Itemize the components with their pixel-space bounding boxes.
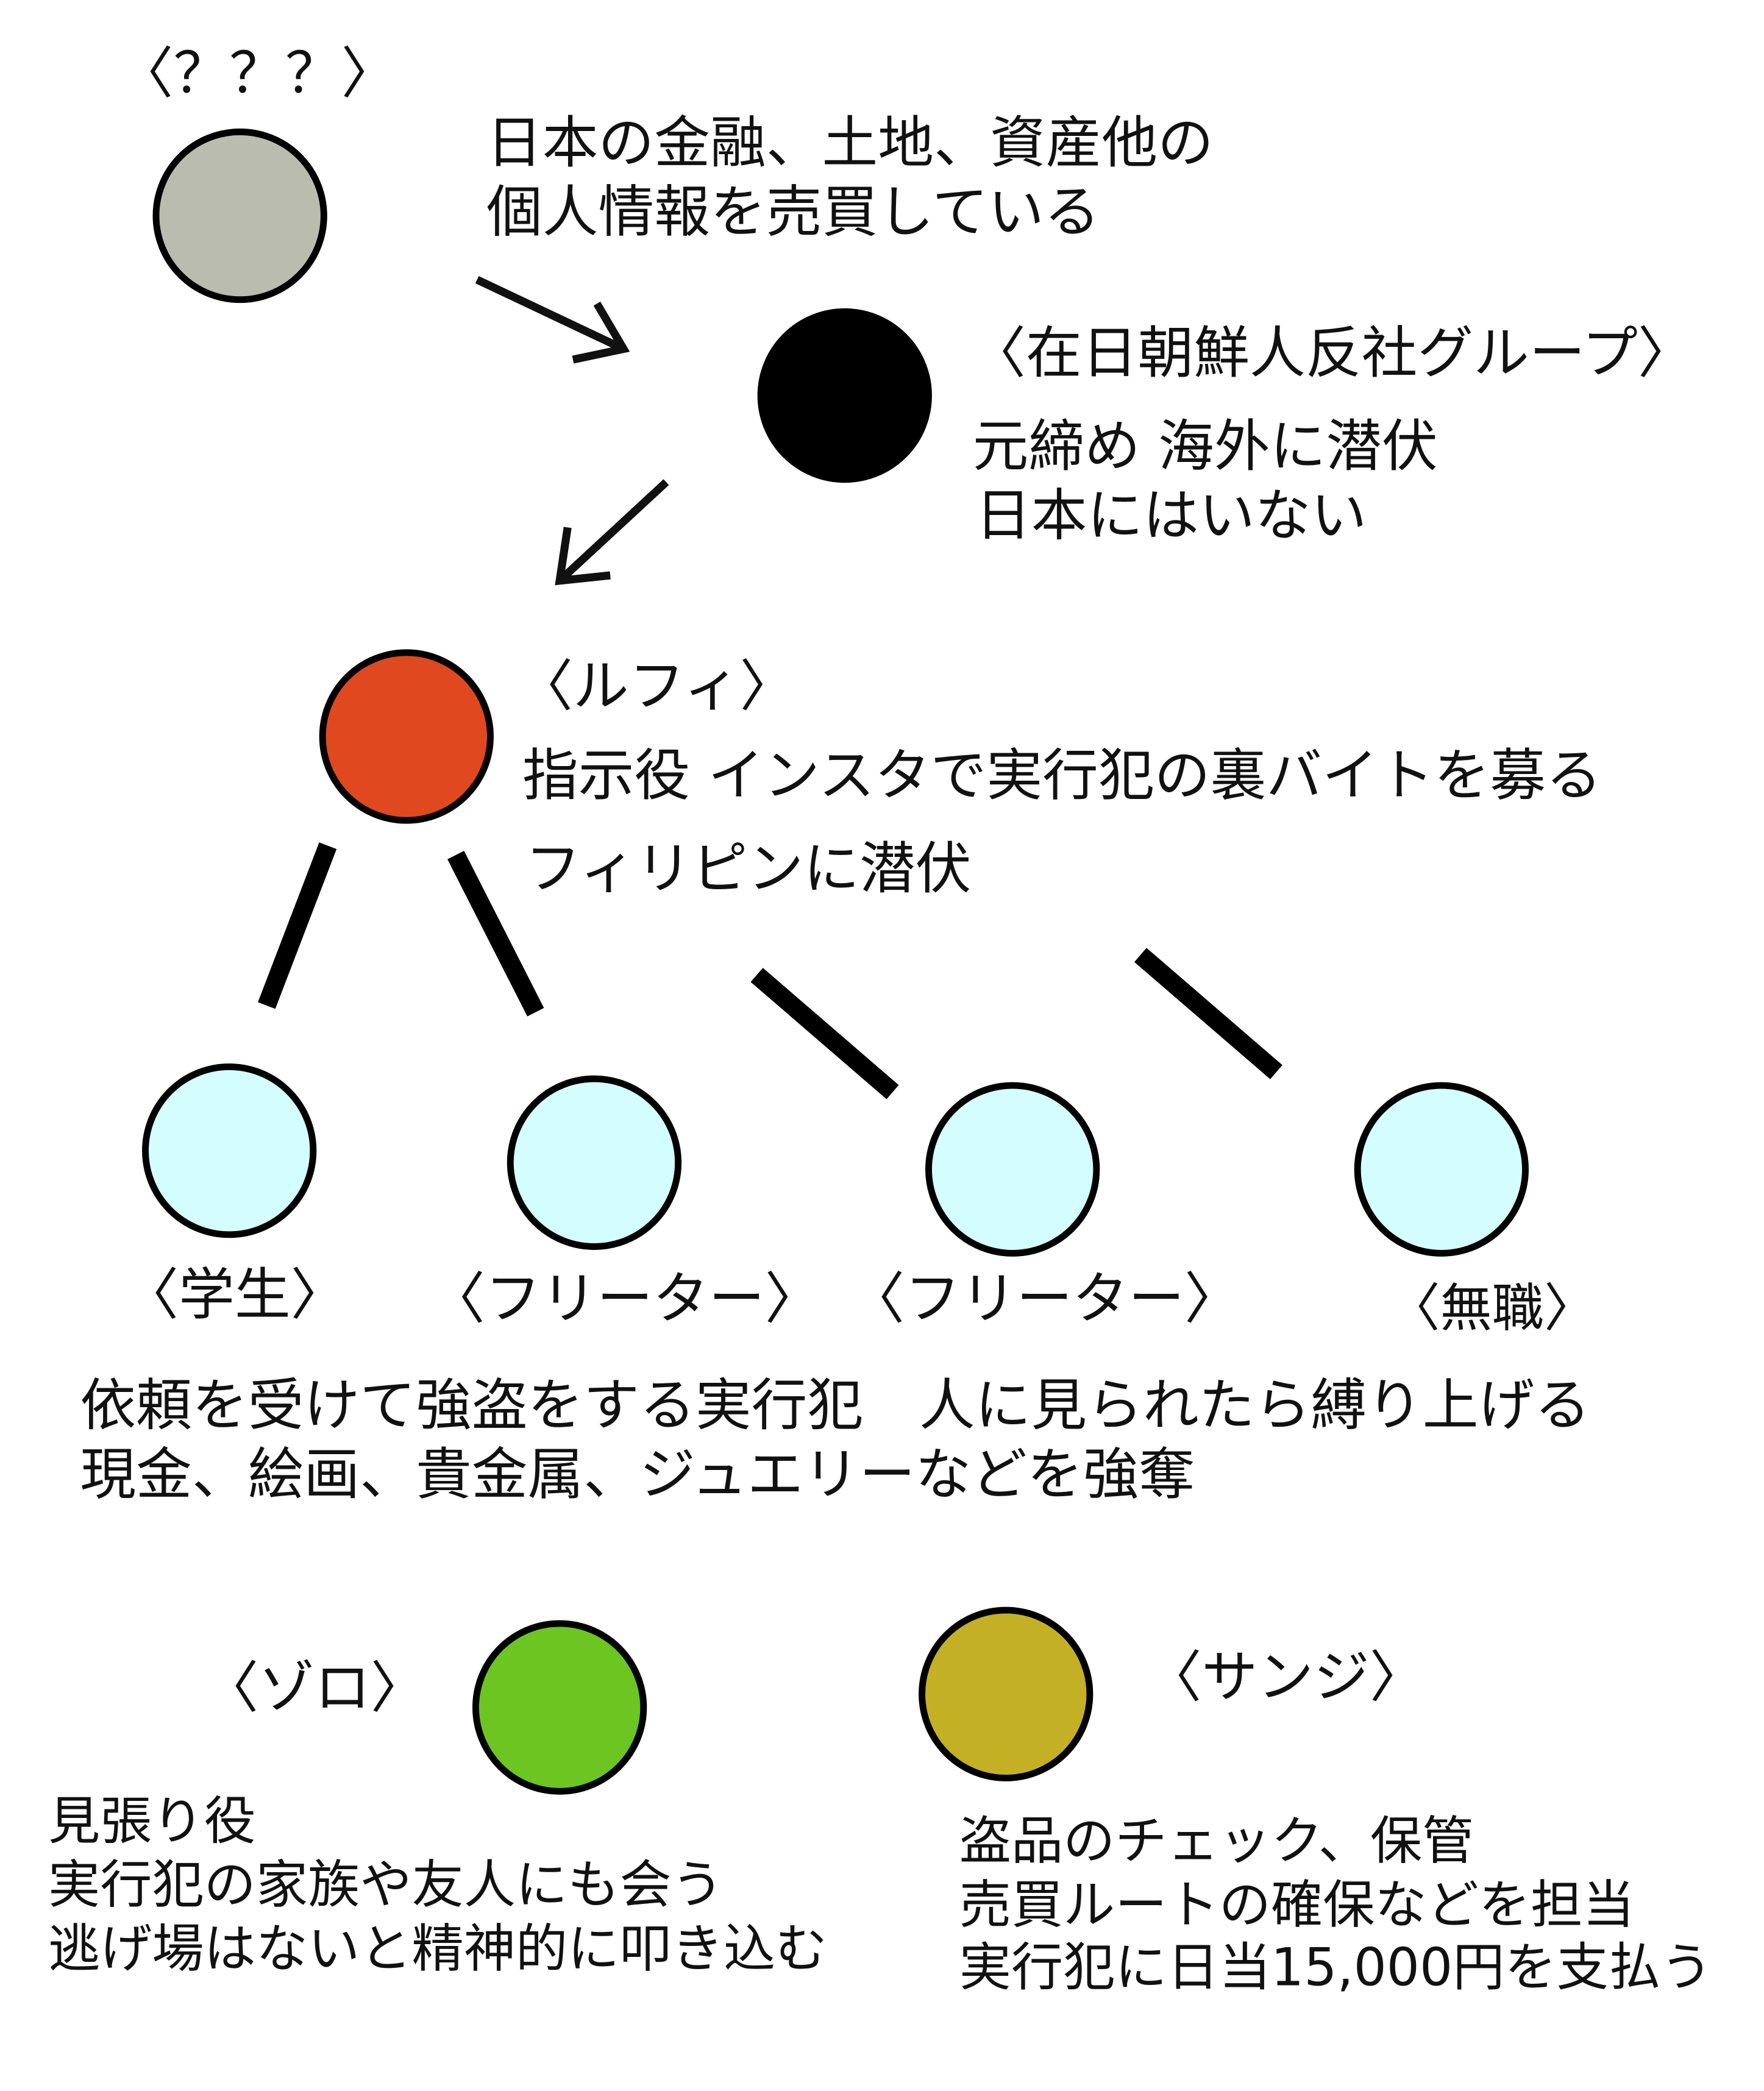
executor-label-unemployed: 〈無職〉: [1388, 1279, 1596, 1339]
luffy-desc-2: フィリピンに潜伏: [525, 836, 971, 901]
arrow-left-down-icon: [555, 479, 669, 586]
link-line: [1134, 948, 1282, 1079]
sanji-desc-1: 盗品のチェック、保管: [959, 1811, 1474, 1872]
group-desc-2: 日本にはいない: [975, 483, 1367, 548]
executor-desc-1: 依頼を受けて強盗をする実行犯 人に見られたら縛り上げる: [80, 1372, 1590, 1438]
arrow-right-down-icon: [475, 275, 630, 364]
luffy-node: [319, 649, 494, 824]
group-label: 〈在日朝鮮人反社グループ〉: [970, 321, 1693, 386]
executor-node-student: [142, 1063, 317, 1238]
zoro-node: [472, 1620, 647, 1795]
zoro-desc-1: 見張り役: [48, 1791, 256, 1851]
unknown-desc-1: 日本の金融、土地、資産他の: [486, 110, 1214, 176]
link-line: [447, 851, 544, 1017]
unknown-label: 〈？？？〉: [118, 41, 397, 106]
sanji-label: 〈サンジ〉: [1146, 1644, 1426, 1709]
zoro-desc-2: 実行犯の家族や友人にも会う: [48, 1855, 724, 1915]
link-line: [750, 968, 899, 1099]
unknown-node: [152, 128, 327, 304]
zoro-desc-3: 逃げ場はないと精神的に叩き込む: [48, 1919, 827, 1979]
executor-label-freeter-2: 〈フリーター〉: [848, 1266, 1240, 1332]
sanji-desc-3: 実行犯に日当15,000円を支払う: [959, 1938, 1713, 1998]
luffy-label: 〈ルフィ〉: [517, 653, 795, 719]
unknown-desc-2: 個人情報を売買している: [486, 179, 1100, 244]
group-desc-1: 元締め 海外に潜伏: [973, 414, 1438, 479]
sanji-node: [919, 1606, 1094, 1781]
executor-label-freeter-1: 〈フリーター〉: [429, 1266, 820, 1332]
executor-node-freeter-1: [507, 1075, 682, 1250]
executor-node-freeter-2: [925, 1082, 1100, 1257]
group-node: [757, 308, 932, 483]
zoro-label: 〈ゾロ〉: [202, 1655, 426, 1720]
executor-desc-2: 現金、絵画、貴金属、ジュエリーなどを強奪: [80, 1442, 1195, 1507]
executor-label-student: 〈学生〉: [123, 1262, 346, 1327]
luffy-desc-1: 指示役 インスタで実行犯の裏バイトを募る: [522, 743, 1602, 808]
link-line: [258, 842, 337, 1009]
sanji-desc-2: 売買ルートの確保などを担当: [959, 1875, 1635, 1936]
executor-node-unemployed: [1354, 1082, 1529, 1257]
